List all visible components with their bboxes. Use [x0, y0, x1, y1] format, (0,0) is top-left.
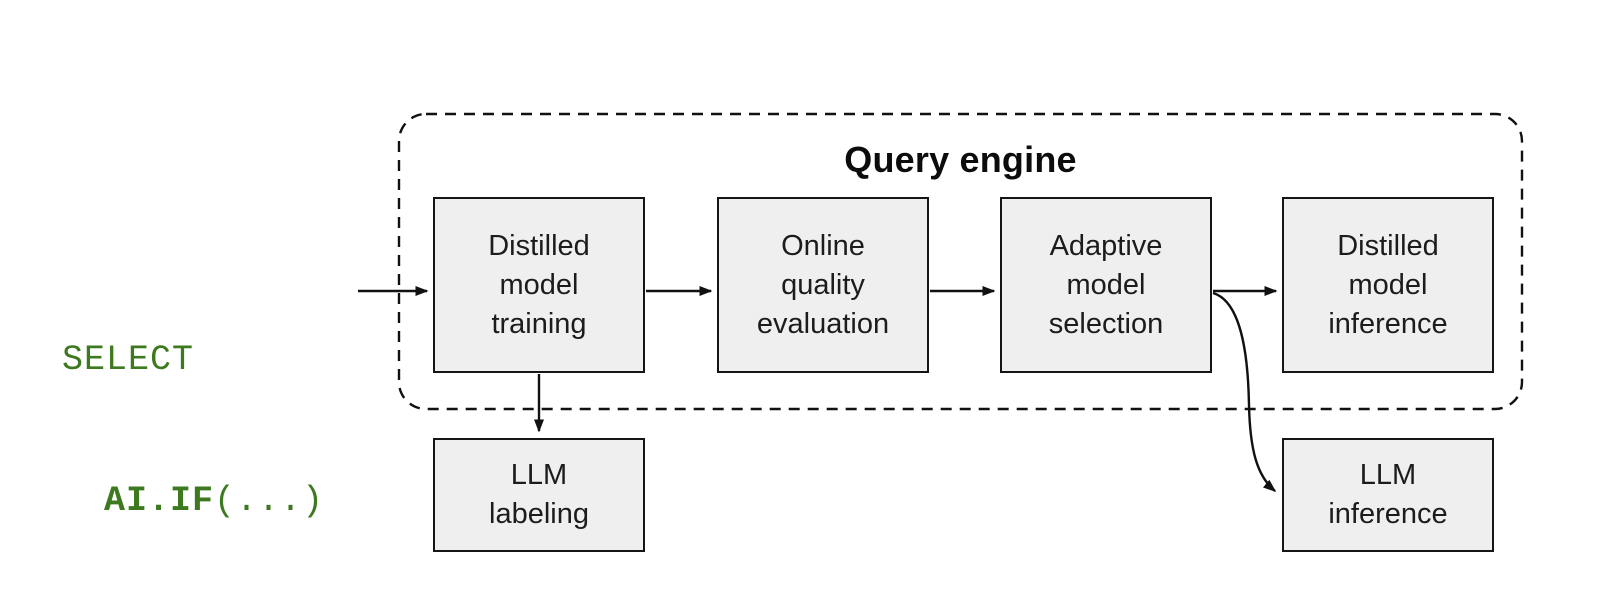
- sql-select-keyword: SELECT: [62, 340, 195, 380]
- node-label-line: training: [491, 307, 587, 340]
- node-llm-labeling: LLM labeling: [433, 438, 645, 552]
- node-adaptive-model-selection: Adaptive model selection: [1000, 197, 1212, 373]
- node-label-line: Distilled: [488, 229, 590, 262]
- node-label-line: selection: [1048, 307, 1164, 340]
- node-label-line: quality: [781, 268, 865, 301]
- node-label-line: LLM: [1359, 459, 1417, 491]
- node-label-line: Online: [781, 229, 865, 262]
- query-engine-title: Query engine: [844, 139, 1077, 180]
- node-label-line: evaluation: [756, 307, 890, 340]
- node-label-line: Adaptive: [1049, 229, 1163, 262]
- node-online-quality-evaluation: Online quality evaluation: [717, 197, 929, 373]
- sql-snippet: SELECT AI.IF(...): [62, 243, 324, 612]
- node-llm-inference: LLM inference: [1282, 438, 1494, 552]
- node-distilled-model-training: Distilled model training: [433, 197, 645, 373]
- arrow-selection-to-llm-inference: [1212, 291, 1277, 492]
- node-label-line: inference: [1328, 307, 1448, 340]
- node-label-line: Distilled: [1337, 229, 1439, 262]
- node-label-line: LLM: [510, 459, 568, 491]
- node-label-line: model: [1348, 268, 1428, 301]
- node-label-line: model: [1066, 268, 1146, 301]
- node-label-line: model: [499, 268, 579, 301]
- sql-ai-if-call: AI.IF(...): [62, 478, 324, 525]
- sql-ai-if-function: AI.IF: [104, 481, 215, 521]
- node-distilled-model-inference: Distilled model inference: [1282, 197, 1494, 373]
- node-label-line: inference: [1328, 498, 1448, 530]
- sql-ai-if-args: (...): [214, 481, 325, 521]
- node-label-line: labeling: [489, 498, 589, 530]
